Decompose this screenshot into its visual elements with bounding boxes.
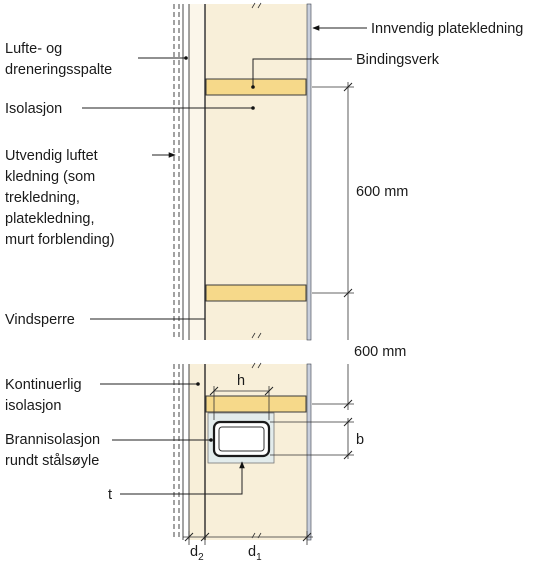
right-labels: Innvendig platekledning Bindingsverk <box>251 21 523 89</box>
label-vindsperre: Vindsperre <box>5 312 75 328</box>
leader-brann-dot <box>209 438 213 442</box>
stud-1 <box>205 78 307 96</box>
label-innvendig: Innvendig platekledning <box>371 21 523 37</box>
label-h: h <box>237 373 245 389</box>
lower-break-mark-top <box>251 362 262 369</box>
leader-kontinuerlig-dot <box>196 382 200 386</box>
label-d2: d2 <box>190 544 204 563</box>
label-d1-main: d <box>248 544 256 560</box>
upper-wall-section <box>173 2 312 341</box>
label-lufte-2: dreneringsspalte <box>5 62 112 78</box>
label-b: b <box>356 432 364 448</box>
left-labels: Lufte- og dreneringsspalte Isolasjon Utv… <box>5 41 255 503</box>
h-tick-left <box>209 386 219 396</box>
dim-tick-2 <box>343 288 353 298</box>
label-d2-sub: 2 <box>198 552 204 563</box>
b-tick-bottom <box>343 450 353 460</box>
b-tick-top <box>343 417 353 427</box>
leader-bindingsverk-dot <box>251 85 255 89</box>
stud-2 <box>205 284 307 302</box>
leader-bindingsverk <box>252 58 352 87</box>
dimension-h: h <box>209 373 274 420</box>
label-d1-sub: 1 <box>256 552 262 563</box>
dimension-b: b <box>270 417 364 460</box>
label-utvendig-5: murt forblending) <box>5 232 115 248</box>
label-utvendig-1: Utvendig luftet <box>5 148 98 164</box>
label-utvendig-4: platekledning, <box>5 211 95 227</box>
leader-lufte-dot <box>184 56 188 60</box>
leader-isolasjon-dot <box>251 106 255 110</box>
lower-interior-board <box>306 363 312 541</box>
label-utvendig-3: trekledning, <box>5 190 80 206</box>
label-utvendig-2: kledning (som <box>5 169 95 185</box>
label-d2-main: d <box>190 544 198 560</box>
d-tick-1 <box>184 532 194 542</box>
leader-t <box>120 461 245 495</box>
d-tick-2 <box>200 532 210 542</box>
dimension-600: 600 mm 600 mm <box>312 82 408 410</box>
lower-continuous-insulation <box>189 364 205 540</box>
h-tick-right <box>264 386 274 396</box>
label-lufte-1: Lufte- og <box>5 41 62 57</box>
upper-interior-board <box>306 3 312 341</box>
upper-air-gap <box>189 4 204 340</box>
lower-wall-section <box>173 362 312 541</box>
upper-break-mark-top <box>251 2 262 9</box>
dimension-d: d2 d1 <box>183 531 313 563</box>
upper-insulation <box>205 4 307 340</box>
label-d1: d1 <box>248 544 262 563</box>
label-kontinuerlig-2: isolasjon <box>5 398 61 414</box>
dim-tick-3 <box>343 399 353 409</box>
label-bindingsverk: Bindingsverk <box>356 52 440 68</box>
dim-tick-1 <box>343 82 353 92</box>
label-brann-2: rundt stålsøyle <box>5 453 99 469</box>
d-tick-3 <box>302 532 312 542</box>
label-kontinuerlig-1: Kontinuerlig <box>5 377 82 393</box>
stud-3 <box>205 395 307 413</box>
upper-break-mark-bottom <box>251 332 262 339</box>
label-t: t <box>108 487 112 503</box>
label-isolasjon: Isolasjon <box>5 101 62 117</box>
label-brann-1: Brannisolasjon <box>5 432 100 448</box>
dim-label-600-1: 600 mm <box>356 184 408 200</box>
steel-column-inner <box>218 426 265 452</box>
dim-label-600-2: 600 mm <box>354 344 406 360</box>
